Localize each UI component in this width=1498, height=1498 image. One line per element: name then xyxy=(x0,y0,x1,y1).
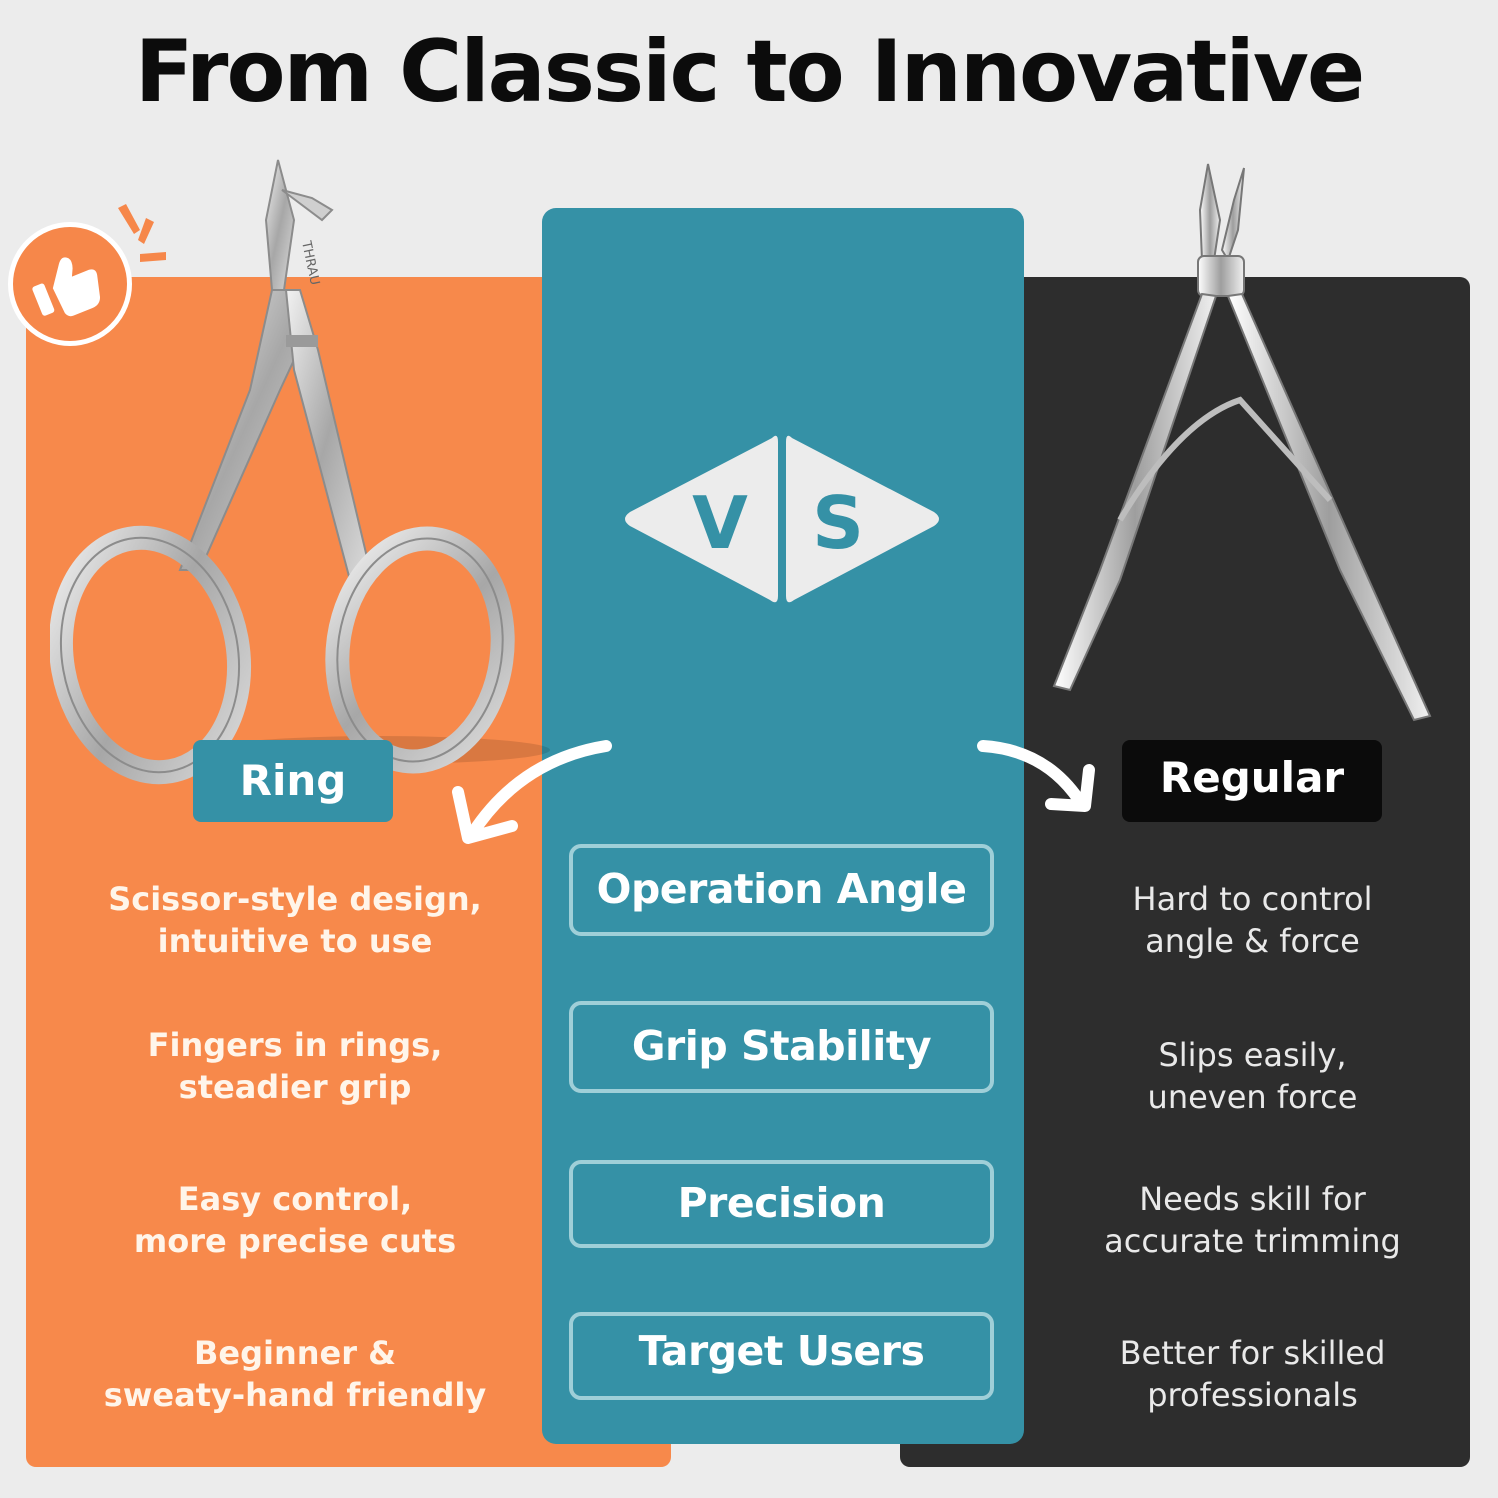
criteria-target-users: Target Users xyxy=(569,1312,994,1400)
thumbs-up-icon xyxy=(32,257,101,317)
page-title: From Classic to Innovative xyxy=(134,22,1365,122)
vs-icon: V S xyxy=(625,435,939,603)
thumbs-up-badge xyxy=(8,222,132,346)
tool-engraving: THRAU xyxy=(298,239,322,287)
vs-right-letter: S xyxy=(812,481,864,565)
burst-icon xyxy=(118,204,166,262)
criteria-panel xyxy=(542,208,1024,1444)
ring-point: Fingers in rings, steadier grip xyxy=(147,1026,443,1106)
criteria-operation-angle: Operation Angle xyxy=(569,844,994,936)
regular-point: Needs skill for accurate trimming xyxy=(1104,1180,1401,1260)
vs-left-letter: V xyxy=(692,481,748,565)
criteria-grip-stability: Grip Stability xyxy=(569,1001,994,1093)
regular-point: Hard to control angle & force xyxy=(1132,880,1373,960)
regular-point: Slips easily, uneven force xyxy=(1147,1036,1358,1116)
ring-point: Easy control, more precise cuts xyxy=(133,1180,457,1260)
curved-arrow-icon xyxy=(977,740,1095,812)
regular-label: Regular xyxy=(1122,740,1382,822)
ring-nipper-illustration: THRAU xyxy=(50,159,550,785)
ring-point: Beginner & sweaty-hand friendly xyxy=(103,1334,487,1414)
curved-arrow-icon xyxy=(452,740,612,844)
ring-label: Ring xyxy=(193,740,393,822)
ring-point: Scissor-style design, intuitive to use xyxy=(108,880,482,960)
regular-point: Better for skilled professionals xyxy=(1119,1334,1386,1414)
regular-nipper-illustration xyxy=(1052,163,1432,722)
criteria-precision: Precision xyxy=(569,1160,994,1248)
